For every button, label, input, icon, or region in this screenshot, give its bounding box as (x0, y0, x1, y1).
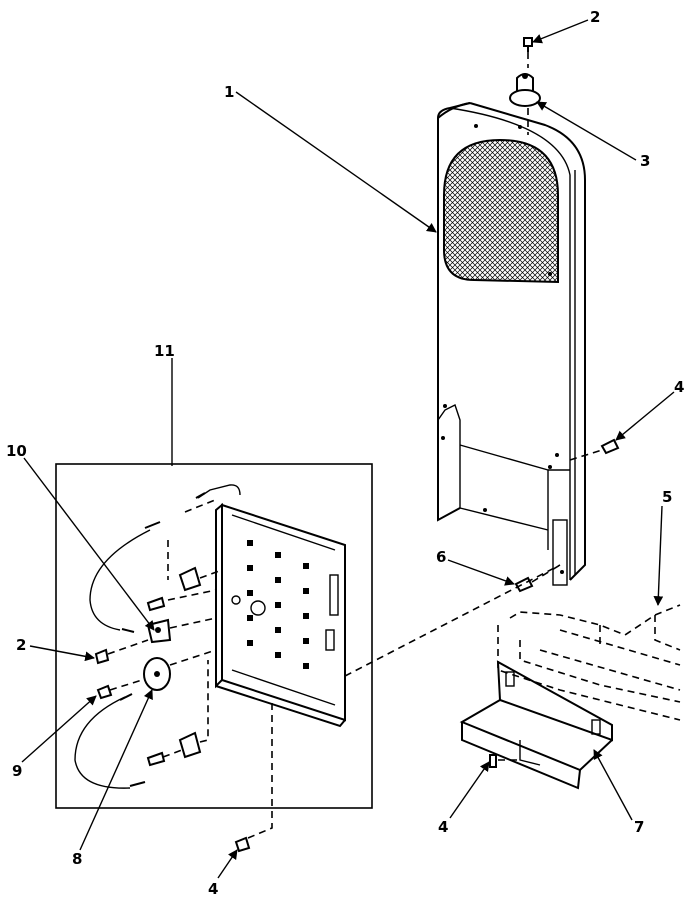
callout-1: 1 (224, 83, 234, 101)
screw-9 (96, 679, 143, 700)
callout-10: 10 (6, 442, 27, 460)
callout-6: 6 (436, 548, 446, 566)
heater-plate (215, 502, 346, 728)
callout-9: 9 (12, 762, 22, 780)
upper-wire (89, 484, 241, 633)
callout-7: 7 (634, 818, 644, 836)
screw-6 (514, 564, 561, 593)
terminal-block-lower (146, 660, 209, 767)
callout-11: 11 (154, 342, 175, 360)
screw-bottom-center (489, 754, 520, 768)
heater-coils (231, 540, 339, 669)
callout-2-top: 2 (590, 8, 600, 26)
alignment-line (344, 564, 561, 677)
rear-panel (437, 102, 586, 586)
callout-4-bottom-left: 4 (208, 880, 218, 898)
grille (443, 138, 559, 284)
leader-lines (21, 19, 675, 879)
thermostat-top (509, 52, 541, 135)
callout-3: 3 (640, 152, 650, 170)
screw-right (569, 438, 620, 461)
callout-8: 8 (72, 850, 82, 868)
screw-top (523, 37, 533, 52)
callout-4-right: 4 (674, 378, 684, 396)
callout-2-left: 2 (16, 636, 26, 654)
callout-4-bottom-center: 4 (438, 818, 448, 836)
screw-left (94, 639, 149, 665)
terminal-block-upper (146, 566, 223, 612)
lower-wire (74, 693, 146, 789)
callout-labels: 1 2 3 4 5 6 7 4 4 8 9 2 10 11 (6, 8, 684, 898)
thermal-fuse (146, 617, 217, 644)
thermostat-lower (143, 649, 217, 691)
callout-5: 5 (662, 488, 672, 506)
heater-assembly-box (55, 463, 373, 809)
screw-bottom-left (234, 700, 273, 853)
cabinet-base (497, 604, 681, 721)
